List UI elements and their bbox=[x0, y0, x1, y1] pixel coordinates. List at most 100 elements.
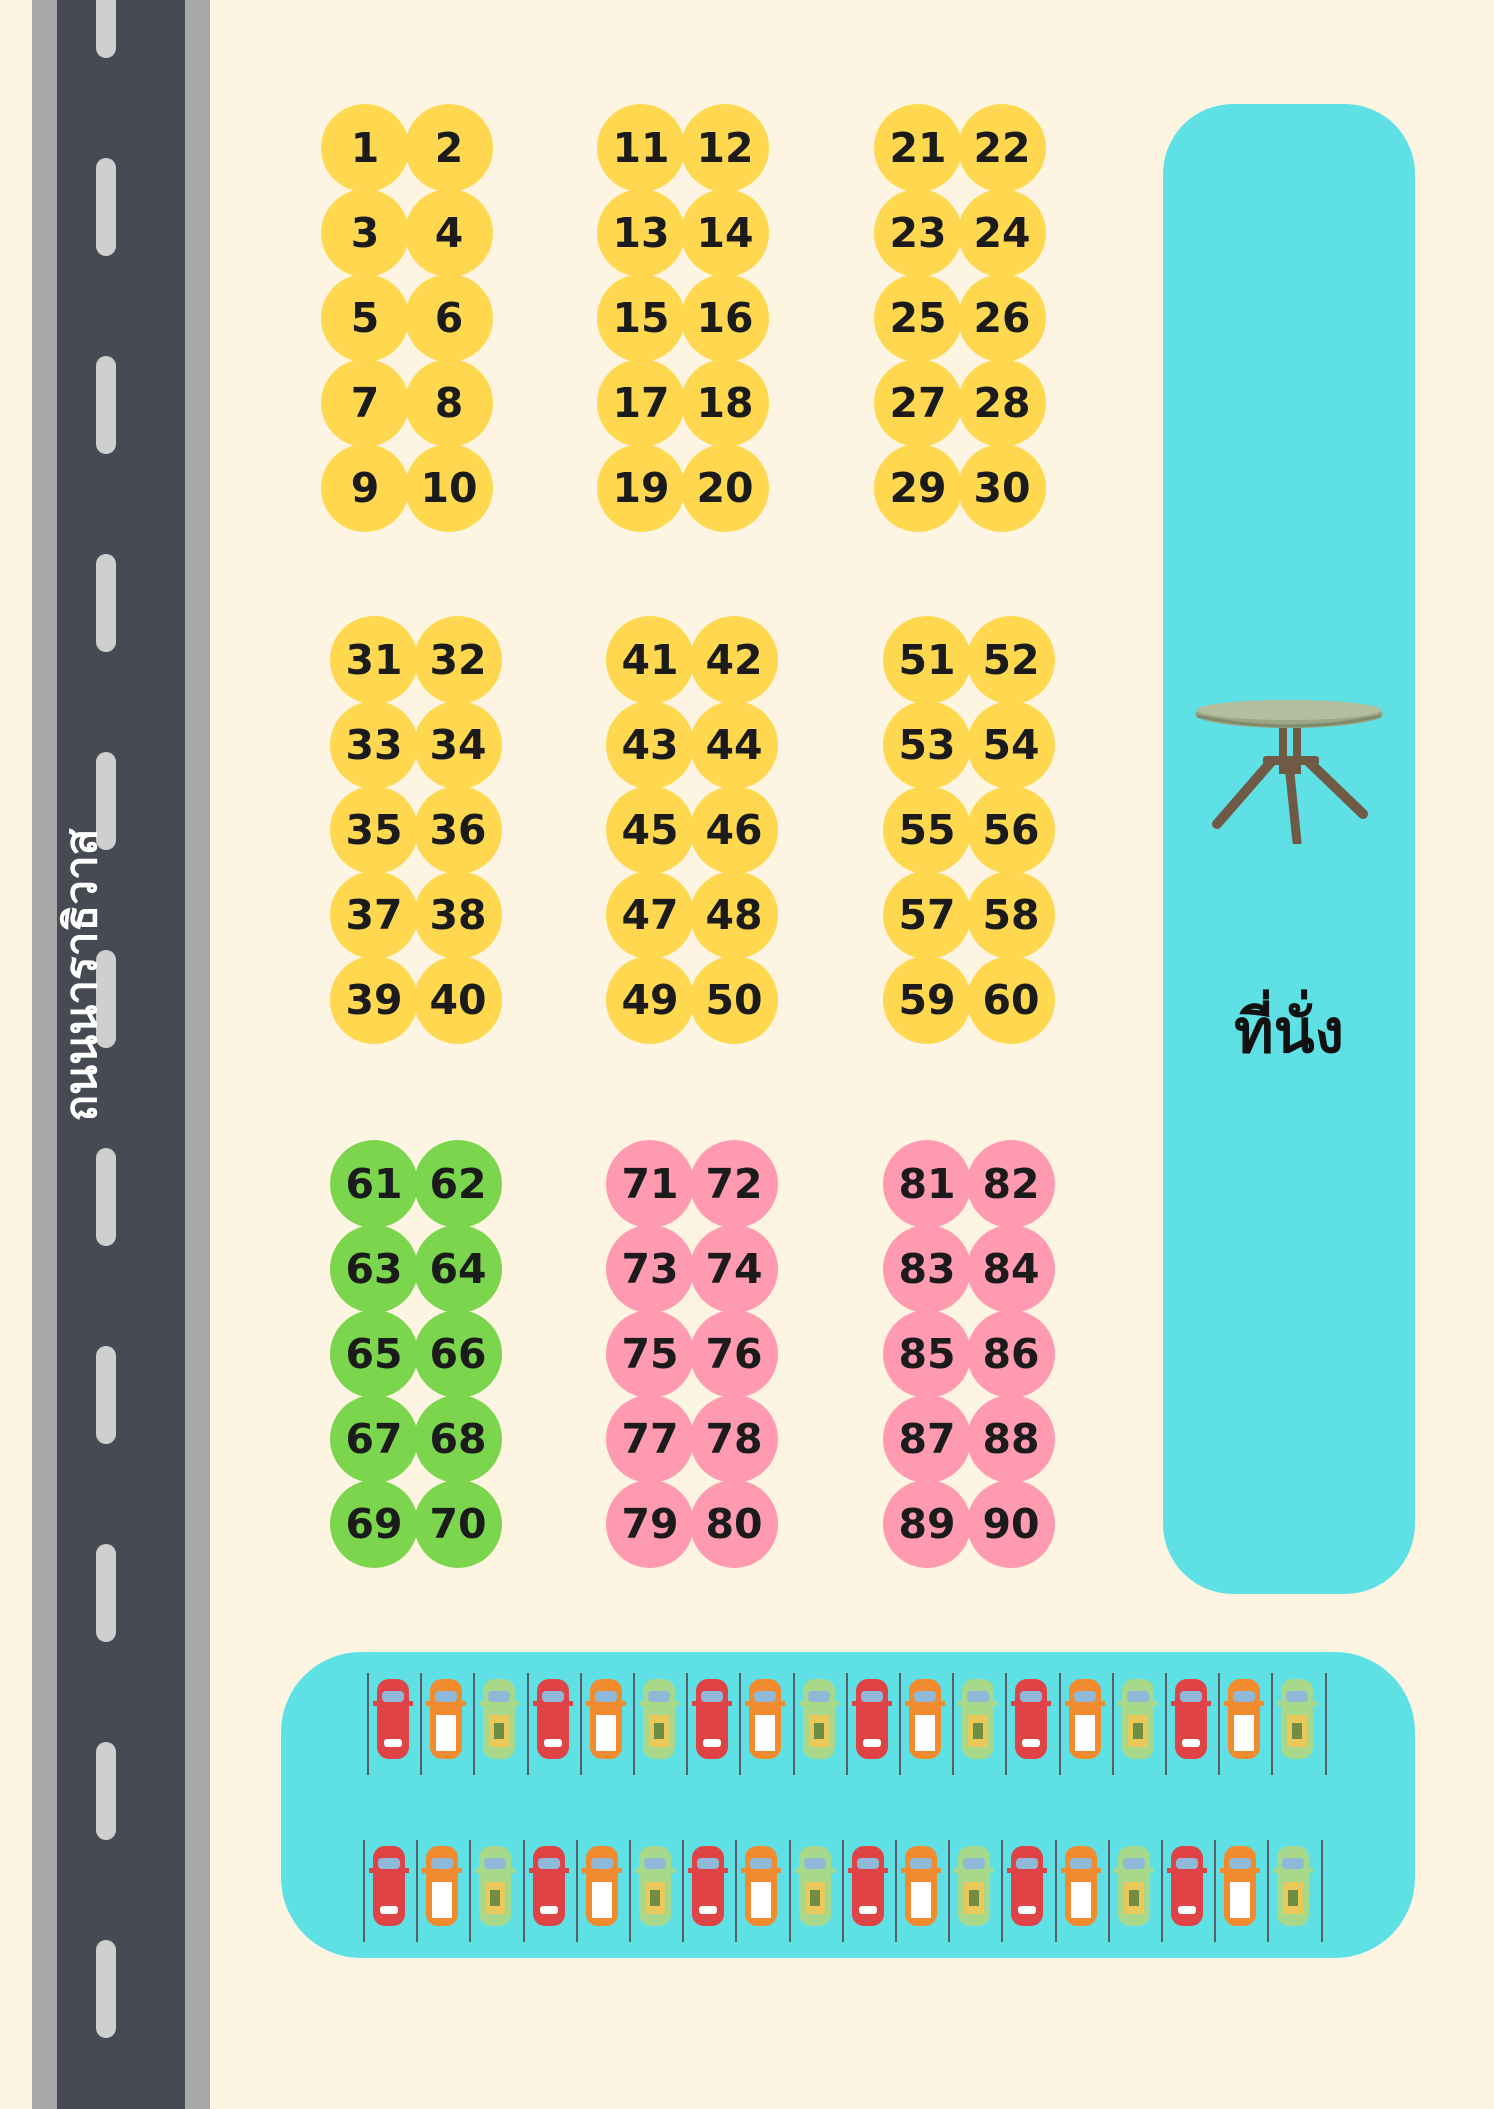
stall-68[interactable]: 68 bbox=[414, 1395, 502, 1483]
stall-89[interactable]: 89 bbox=[883, 1480, 971, 1568]
stall-49[interactable]: 49 bbox=[606, 956, 694, 1044]
stall-15[interactable]: 15 bbox=[597, 274, 685, 362]
stall-61[interactable]: 61 bbox=[330, 1140, 418, 1228]
stall-41[interactable]: 41 bbox=[606, 616, 694, 704]
stall-10[interactable]: 10 bbox=[405, 444, 493, 532]
stall-14[interactable]: 14 bbox=[681, 189, 769, 277]
stall-32[interactable]: 32 bbox=[414, 616, 502, 704]
stall-80[interactable]: 80 bbox=[690, 1480, 778, 1568]
car-icon bbox=[1271, 1840, 1323, 1942]
stall-25[interactable]: 25 bbox=[874, 274, 962, 362]
stall-39[interactable]: 39 bbox=[330, 956, 418, 1044]
stall-88[interactable]: 88 bbox=[967, 1395, 1055, 1483]
stall-11[interactable]: 11 bbox=[597, 104, 685, 192]
stall-12[interactable]: 12 bbox=[681, 104, 769, 192]
stall-69[interactable]: 69 bbox=[330, 1480, 418, 1568]
stall-59[interactable]: 59 bbox=[883, 956, 971, 1044]
stall-52[interactable]: 52 bbox=[967, 616, 1055, 704]
stall-78[interactable]: 78 bbox=[690, 1395, 778, 1483]
stall-81[interactable]: 81 bbox=[883, 1140, 971, 1228]
stall-75[interactable]: 75 bbox=[606, 1310, 694, 1398]
stall-28[interactable]: 28 bbox=[958, 359, 1046, 447]
stall-43[interactable]: 43 bbox=[606, 701, 694, 789]
stall-1[interactable]: 1 bbox=[321, 104, 409, 192]
stall-51[interactable]: 51 bbox=[883, 616, 971, 704]
stall-45[interactable]: 45 bbox=[606, 786, 694, 874]
car-icon bbox=[692, 1679, 733, 1759]
stall-20[interactable]: 20 bbox=[681, 444, 769, 532]
stall-21[interactable]: 21 bbox=[874, 104, 962, 192]
stall-8[interactable]: 8 bbox=[405, 359, 493, 447]
stall-16[interactable]: 16 bbox=[681, 274, 769, 362]
stall-71[interactable]: 71 bbox=[606, 1140, 694, 1228]
stall-48[interactable]: 48 bbox=[690, 871, 778, 959]
stall-34[interactable]: 34 bbox=[414, 701, 502, 789]
stall-30[interactable]: 30 bbox=[958, 444, 1046, 532]
car-icon bbox=[422, 1846, 463, 1926]
stall-62[interactable]: 62 bbox=[414, 1140, 502, 1228]
stall-9[interactable]: 9 bbox=[321, 444, 409, 532]
stall-54[interactable]: 54 bbox=[967, 701, 1055, 789]
parking-divider bbox=[948, 1840, 951, 1942]
stall-60[interactable]: 60 bbox=[967, 956, 1055, 1044]
stall-13[interactable]: 13 bbox=[597, 189, 685, 277]
stall-19[interactable]: 19 bbox=[597, 444, 685, 532]
parking-divider bbox=[952, 1673, 955, 1775]
stall-37[interactable]: 37 bbox=[330, 871, 418, 959]
stall-83[interactable]: 83 bbox=[883, 1225, 971, 1313]
stall-18[interactable]: 18 bbox=[681, 359, 769, 447]
parking-divider bbox=[629, 1840, 631, 1942]
stall-82[interactable]: 82 bbox=[967, 1140, 1055, 1228]
car-icon bbox=[1224, 1679, 1265, 1759]
stall-63[interactable]: 63 bbox=[330, 1225, 418, 1313]
stall-29[interactable]: 29 bbox=[874, 444, 962, 532]
stall-31[interactable]: 31 bbox=[330, 616, 418, 704]
stall-87[interactable]: 87 bbox=[883, 1395, 971, 1483]
stall-36[interactable]: 36 bbox=[414, 786, 502, 874]
stall-58[interactable]: 58 bbox=[967, 871, 1055, 959]
stall-66[interactable]: 66 bbox=[414, 1310, 502, 1398]
stall-17[interactable]: 17 bbox=[597, 359, 685, 447]
stall-73[interactable]: 73 bbox=[606, 1225, 694, 1313]
stall-27[interactable]: 27 bbox=[874, 359, 962, 447]
stall-56[interactable]: 56 bbox=[967, 786, 1055, 874]
stall-76[interactable]: 76 bbox=[690, 1310, 778, 1398]
stall-67[interactable]: 67 bbox=[330, 1395, 418, 1483]
stall-3[interactable]: 3 bbox=[321, 189, 409, 277]
stall-4[interactable]: 4 bbox=[405, 189, 493, 277]
stall-50[interactable]: 50 bbox=[690, 956, 778, 1044]
stall-26[interactable]: 26 bbox=[958, 274, 1046, 362]
stall-84[interactable]: 84 bbox=[967, 1225, 1055, 1313]
stall-55[interactable]: 55 bbox=[883, 786, 971, 874]
stall-72[interactable]: 72 bbox=[690, 1140, 778, 1228]
car-icon bbox=[851, 1679, 892, 1759]
stall-5[interactable]: 5 bbox=[321, 274, 409, 362]
stall-7[interactable]: 7 bbox=[321, 359, 409, 447]
stall-74[interactable]: 74 bbox=[690, 1225, 778, 1313]
stall-64[interactable]: 64 bbox=[414, 1225, 502, 1313]
stall-47[interactable]: 47 bbox=[606, 871, 694, 959]
stall-6[interactable]: 6 bbox=[405, 274, 493, 362]
stall-86[interactable]: 86 bbox=[967, 1310, 1055, 1398]
stall-24[interactable]: 24 bbox=[958, 189, 1046, 277]
stall-79[interactable]: 79 bbox=[606, 1480, 694, 1568]
stall-77[interactable]: 77 bbox=[606, 1395, 694, 1483]
stall-57[interactable]: 57 bbox=[883, 871, 971, 959]
stall-85[interactable]: 85 bbox=[883, 1310, 971, 1398]
stall-65[interactable]: 65 bbox=[330, 1310, 418, 1398]
stall-46[interactable]: 46 bbox=[690, 786, 778, 874]
parking-divider bbox=[522, 1840, 525, 1942]
stall-35[interactable]: 35 bbox=[330, 786, 418, 874]
stall-23[interactable]: 23 bbox=[874, 189, 962, 277]
stall-2[interactable]: 2 bbox=[405, 104, 493, 192]
car-icon bbox=[1167, 1846, 1207, 1926]
stall-53[interactable]: 53 bbox=[883, 701, 971, 789]
stall-70[interactable]: 70 bbox=[414, 1480, 502, 1568]
stall-40[interactable]: 40 bbox=[414, 956, 502, 1044]
stall-90[interactable]: 90 bbox=[967, 1480, 1055, 1568]
stall-44[interactable]: 44 bbox=[690, 701, 778, 789]
stall-33[interactable]: 33 bbox=[330, 701, 418, 789]
stall-42[interactable]: 42 bbox=[690, 616, 778, 704]
stall-38[interactable]: 38 bbox=[414, 871, 502, 959]
stall-22[interactable]: 22 bbox=[958, 104, 1046, 192]
